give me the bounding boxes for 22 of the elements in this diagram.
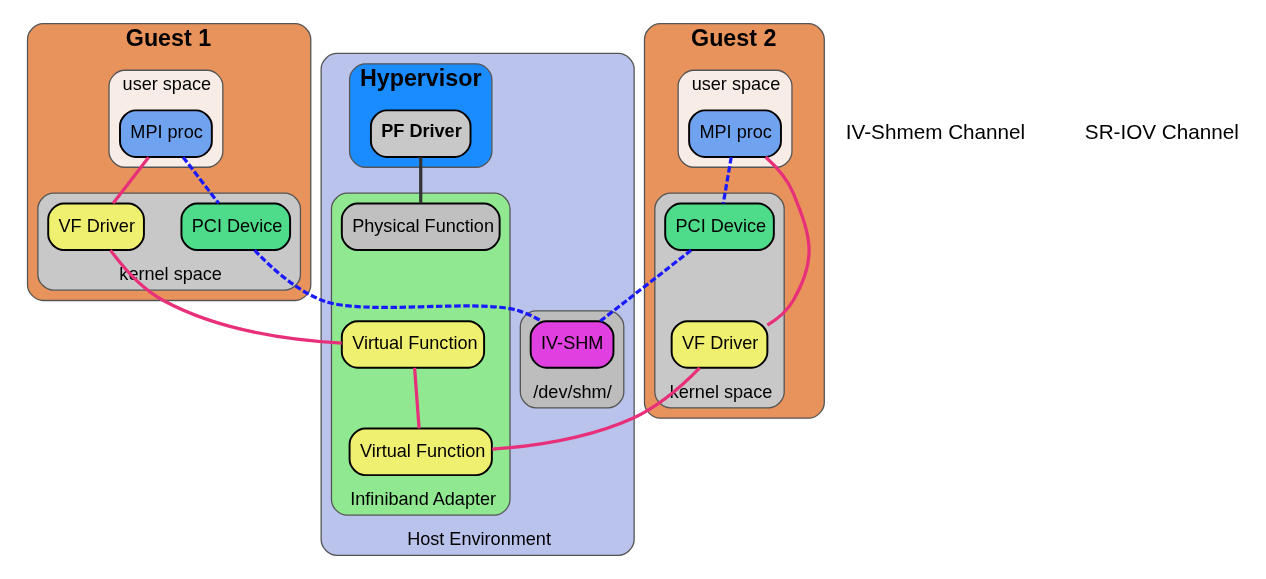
node-box: Virtual Function — [348, 427, 493, 477]
node-box: VF Driver — [46, 202, 145, 251]
connector — [598, 249, 692, 323]
connector — [418, 157, 422, 204]
legend-label: SR-IOV Channel — [1084, 119, 1239, 143]
connector — [412, 367, 421, 429]
node-box: MPI proc — [687, 109, 782, 158]
node-box: VF Driver — [670, 320, 768, 369]
connector — [108, 249, 342, 345]
node-box: IV-SHM — [529, 320, 614, 369]
legend-label: IV-Shmem Channel — [845, 119, 1025, 143]
connector — [111, 156, 150, 205]
node-box: PF Driver — [369, 109, 471, 158]
connector — [252, 249, 542, 323]
connector — [721, 157, 733, 204]
node-box: Virtual Function — [340, 320, 485, 369]
connector — [491, 366, 701, 451]
node-box: MPI proc — [118, 109, 213, 158]
node-box: PCI Device — [179, 202, 291, 251]
node-box: PCI Device — [663, 202, 775, 251]
connector — [181, 156, 220, 205]
node-box: Physical Function — [340, 202, 501, 251]
